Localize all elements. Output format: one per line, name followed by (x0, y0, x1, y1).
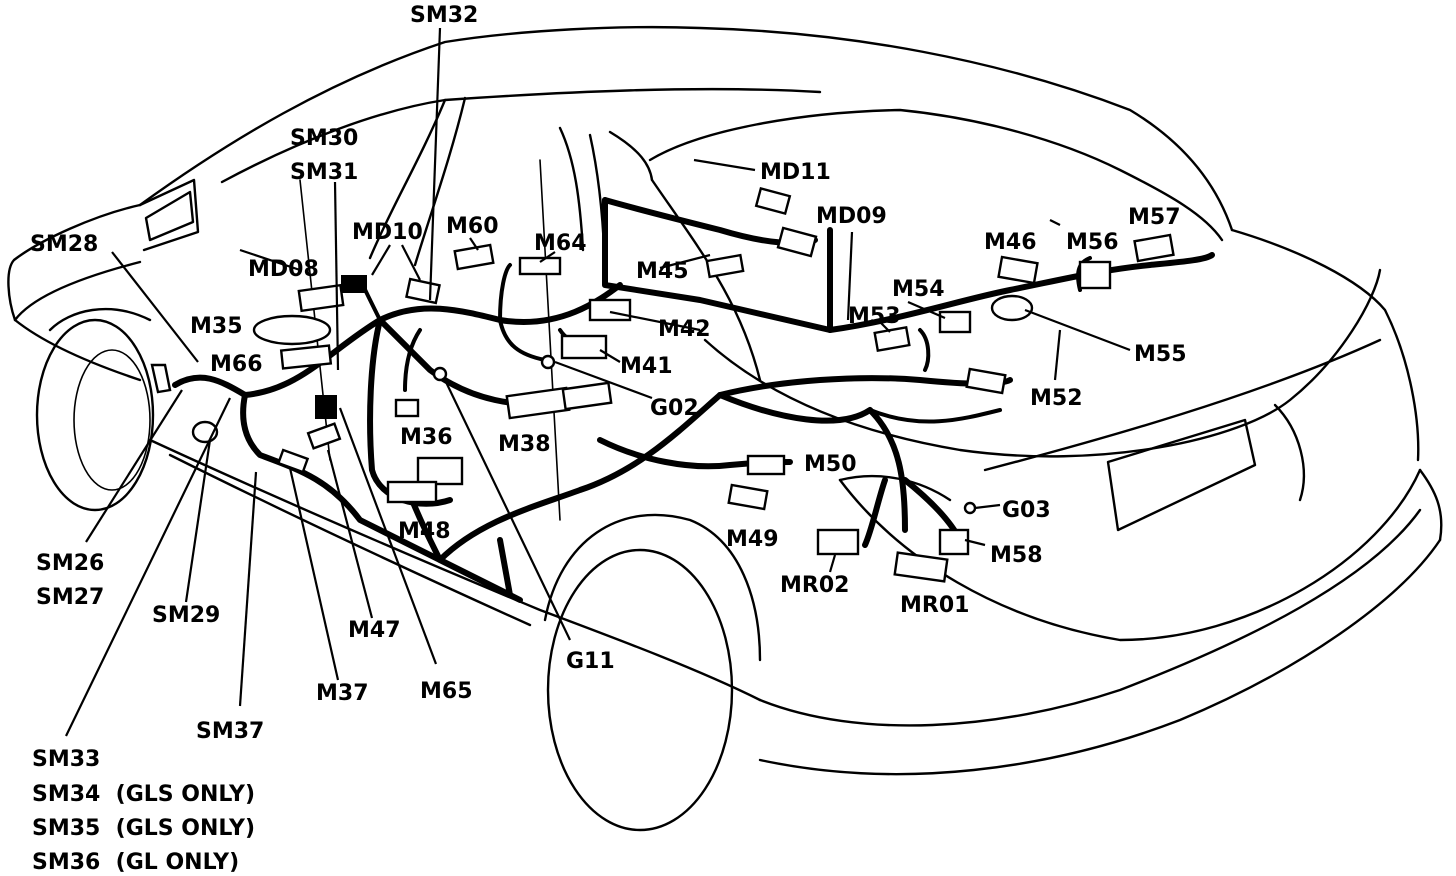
connectors (150, 186, 1175, 583)
connector-m53 (873, 325, 911, 353)
label-sm26: SM26 (36, 551, 104, 576)
label-mr02: MR02 (780, 573, 849, 598)
connector-m49 (727, 483, 769, 511)
car-body-outline (7, 25, 1443, 832)
label-m45: M45 (636, 259, 689, 284)
label-sm32: SM32 (410, 3, 478, 28)
connector-m38b (561, 381, 613, 411)
label-m54: M54 (892, 277, 945, 302)
connector-m38 (505, 386, 571, 420)
ground-g03 (963, 501, 977, 515)
label-m50: M50 (804, 452, 857, 477)
label-md09: MD09 (816, 204, 887, 229)
label-sm34: SM34 (GLS ONLY) (32, 782, 255, 807)
connector-m56 (1078, 260, 1112, 290)
connector-m52 (965, 367, 1007, 395)
label-m36: M36 (400, 425, 453, 450)
label-m57: M57 (1128, 205, 1181, 230)
connector-md10a (341, 275, 367, 293)
label-m38: M38 (498, 432, 551, 457)
label-m48: M48 (398, 519, 451, 544)
connector-sm30 (315, 395, 337, 419)
component-labels: SM32 SM30 SM31 MD10 M60 M64 MD11 MD09 M4… (30, 3, 1187, 875)
ground-g02 (540, 354, 556, 370)
label-sm31: SM31 (290, 160, 358, 185)
connector-md11b (776, 226, 818, 258)
label-m37: M37 (316, 681, 369, 706)
label-m60: M60 (446, 214, 499, 239)
label-m56: M56 (1066, 230, 1119, 255)
label-g02: G02 (650, 396, 699, 421)
connector-m37 (276, 448, 310, 474)
label-m42: M42 (658, 317, 711, 342)
label-m46: M46 (984, 230, 1037, 255)
label-m49: M49 (726, 527, 779, 552)
connector-md10 (405, 277, 441, 305)
connector-m55 (990, 294, 1034, 322)
ground-g11 (432, 366, 448, 382)
label-m53: M53 (848, 304, 901, 329)
label-sm27: SM27 (36, 585, 104, 610)
leader-lines (65, 27, 1131, 737)
connector-m42 (588, 298, 632, 322)
label-g11: G11 (566, 649, 615, 674)
label-m65: M65 (420, 679, 473, 704)
label-m47: M47 (348, 618, 401, 643)
label-sm28: SM28 (30, 232, 98, 257)
label-m41: M41 (620, 354, 673, 379)
connector-sm28 (150, 363, 172, 394)
connector-m41 (560, 334, 608, 360)
connector-m66 (279, 344, 333, 370)
connector-m50 (746, 454, 786, 476)
label-sm36: SM36 (GL ONLY) (32, 850, 239, 875)
label-m58: M58 (990, 543, 1043, 568)
label-sm29: SM29 (152, 603, 220, 628)
connector-m64 (518, 256, 562, 276)
label-sm35: SM35 (GLS ONLY) (32, 816, 255, 841)
connector-m54 (938, 310, 972, 334)
connector-m47 (306, 422, 342, 450)
label-m55: M55 (1134, 342, 1187, 367)
connector-mr02 (816, 528, 860, 556)
connector-m58 (938, 528, 970, 556)
label-sm30: SM30 (290, 126, 358, 151)
label-md10: MD10 (352, 220, 423, 245)
label-sm37: SM37 (196, 719, 264, 744)
connector-m60 (453, 243, 495, 271)
label-md11: MD11 (760, 160, 831, 185)
connector-m36b (394, 398, 420, 418)
label-m64: M64 (534, 231, 587, 256)
connector-m36 (416, 456, 464, 486)
connector-m35 (252, 314, 332, 346)
connector-md08 (297, 283, 345, 313)
connector-m57 (1133, 233, 1175, 263)
label-mr01: MR01 (900, 593, 969, 618)
connector-md11 (754, 186, 792, 216)
label-sm33: SM33 (32, 747, 100, 772)
connector-m46 (997, 255, 1039, 285)
label-m66: M66 (210, 352, 263, 377)
label-m35: M35 (190, 314, 243, 339)
label-md08: MD08 (248, 257, 319, 282)
label-m52: M52 (1030, 386, 1083, 411)
connector-m48 (386, 480, 438, 504)
connector-mr01 (893, 551, 949, 583)
connector-m45 (705, 253, 745, 279)
label-g03: G03 (1002, 498, 1051, 523)
